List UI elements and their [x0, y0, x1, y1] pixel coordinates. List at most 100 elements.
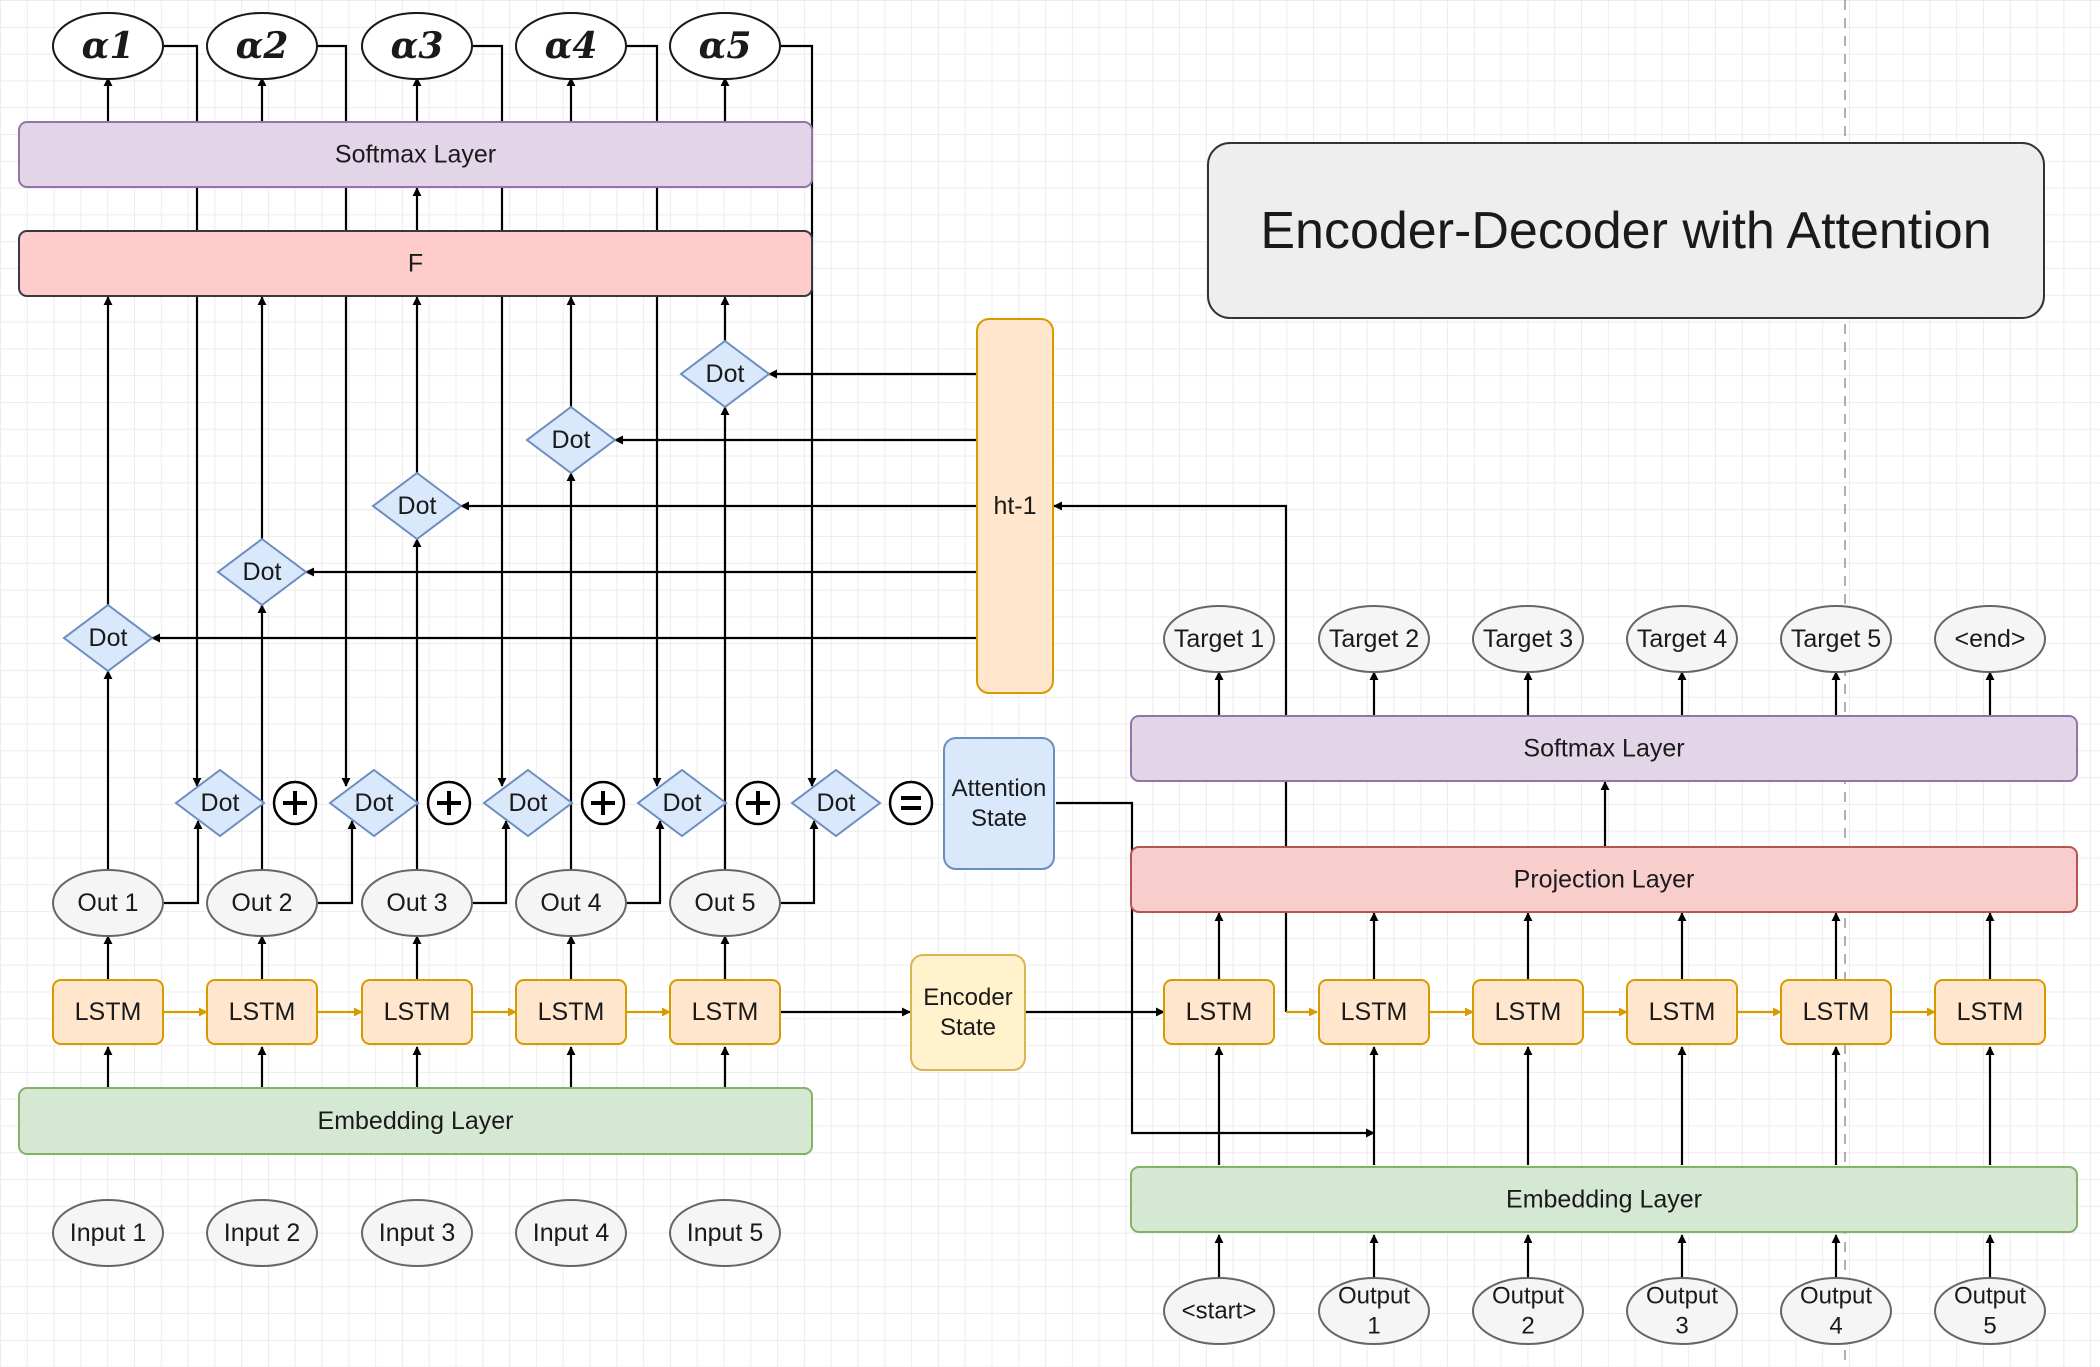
- encoder-out-3: Out 3: [361, 869, 473, 937]
- decoder-input-3: Output 2: [1472, 1277, 1584, 1345]
- arrow: [318, 820, 357, 905]
- decoder-lstm-3: LSTM: [1472, 979, 1584, 1045]
- equals: [888, 780, 934, 826]
- encoder-out-3-label: Out 3: [386, 889, 447, 917]
- encoder-lstm-4-label: LSTM: [538, 998, 605, 1026]
- diagram-title: Encoder-Decoder with Attention: [1260, 202, 1991, 260]
- hidden-state-ht-1-label: ht-1: [993, 492, 1036, 520]
- encoder-input-1-label: Input 1: [70, 1219, 146, 1247]
- encoder-lstm-4: LSTM: [515, 979, 627, 1045]
- arrow: [317, 44, 351, 787]
- encoder-out-1-label: Out 1: [77, 889, 138, 917]
- context-dot-1: Dot: [174, 768, 266, 838]
- arrow: [626, 44, 662, 787]
- context-dot-2: Dot: [328, 768, 420, 838]
- score-dot-4-label: Dot: [552, 426, 591, 454]
- encoder-out-4-label: Out 4: [540, 889, 601, 917]
- decoder-lstm-6: LSTM: [1934, 979, 2046, 1045]
- decoder-input-6-label-1: Output: [1954, 1283, 2026, 1310]
- decoder-target-5-label: Target 5: [1791, 625, 1881, 653]
- alpha-4-label: α4: [545, 25, 598, 67]
- encoder-input-1: Input 1: [52, 1199, 164, 1267]
- decoder-input-3-label-1: Output: [1492, 1283, 1564, 1310]
- score-dot-1: Dot: [62, 603, 154, 673]
- alpha-2: α2: [206, 12, 318, 80]
- decoder-input-3-label-2: 2: [1521, 1313, 1534, 1340]
- context-dot-4-label: Dot: [663, 789, 702, 817]
- encoder-lstm-1: LSTM: [52, 979, 164, 1045]
- score-dot-5-label: Dot: [706, 360, 745, 388]
- encoder-lstm-3-label: LSTM: [384, 998, 451, 1026]
- arrow: [780, 44, 817, 787]
- alpha-5: α5: [669, 12, 781, 80]
- alpha-3: α3: [361, 12, 473, 80]
- arrow: [1053, 501, 1288, 1012]
- context-dot-4: Dot: [636, 768, 728, 838]
- alpha-1-label: α1: [82, 25, 135, 67]
- nodes: Encoder-Decoder with AttentionEmbedding …: [18, 12, 2078, 1345]
- context-dot-3-label: Dot: [509, 789, 548, 817]
- encoder-input-2: Input 2: [206, 1199, 318, 1267]
- decoder-embedding-layer: Embedding Layer: [1130, 1166, 2078, 1233]
- encoder-input-5: Input 5: [669, 1199, 781, 1267]
- arrow: [472, 44, 507, 787]
- score-dot-3-label: Dot: [398, 492, 437, 520]
- decoder-target-1: Target 1: [1163, 605, 1275, 673]
- arrow: [627, 820, 665, 905]
- encoder-input-4: Input 4: [515, 1199, 627, 1267]
- encoder-input-3: Input 3: [361, 1199, 473, 1267]
- decoder-target-2: Target 2: [1318, 605, 1430, 673]
- encoder-out-2: Out 2: [206, 869, 318, 937]
- decoder-lstm-1: LSTM: [1163, 979, 1275, 1045]
- context-dot-5: Dot: [790, 768, 882, 838]
- decoder-target-3: Target 3: [1472, 605, 1584, 673]
- encoder-input-3-label: Input 3: [379, 1219, 455, 1247]
- score-dot-5: Dot: [679, 339, 771, 409]
- arrow: [1056, 801, 1375, 1138]
- score-dot-3: Dot: [371, 471, 463, 541]
- context-dot-5-label: Dot: [817, 789, 856, 817]
- decoder-input-5-label-1: Output: [1800, 1283, 1872, 1310]
- decoder-lstm-5-label: LSTM: [1803, 998, 1870, 1026]
- decoder-target-6-label: <end>: [1955, 625, 2026, 653]
- encoder-out-4: Out 4: [515, 869, 627, 937]
- attention-softmax-layer: Softmax Layer: [18, 121, 813, 188]
- decoder-target-1-label: Target 1: [1174, 625, 1264, 653]
- f-layer: F: [18, 230, 813, 297]
- encoder-embedding-layer-label: Embedding Layer: [318, 1107, 514, 1135]
- arrow: [164, 820, 203, 905]
- attention-state-label-2: State: [971, 805, 1027, 832]
- decoder-projection-layer-label: Projection Layer: [1514, 866, 1695, 894]
- score-dot-2-label: Dot: [243, 558, 282, 586]
- decoder-embedding-layer-label: Embedding Layer: [1506, 1186, 1702, 1214]
- decoder-lstm-3-label: LSTM: [1495, 998, 1562, 1026]
- alpha-1: α1: [52, 12, 164, 80]
- encoder-state-label-2: State: [940, 1014, 996, 1041]
- plus-2: [426, 780, 472, 826]
- encoder-lstm-5: LSTM: [669, 979, 781, 1045]
- decoder-target-4: Target 4: [1626, 605, 1738, 673]
- arrow: [781, 820, 819, 905]
- encoder-state-label-1: Encoder: [923, 984, 1012, 1011]
- decoder-target-2-label: Target 2: [1329, 625, 1419, 653]
- context-dot-3: Dot: [482, 768, 574, 838]
- score-dot-4: Dot: [525, 405, 617, 475]
- encoder-out-5-label: Out 5: [694, 889, 755, 917]
- decoder-lstm-2: LSTM: [1318, 979, 1430, 1045]
- encoder-lstm-5-label: LSTM: [692, 998, 759, 1026]
- encoder-input-4-label: Input 4: [533, 1219, 610, 1247]
- decoder-lstm-2-label: LSTM: [1341, 998, 1408, 1026]
- decoder-lstm-6-label: LSTM: [1957, 998, 2024, 1026]
- decoder-target-6: <end>: [1934, 605, 2046, 673]
- decoder-target-5: Target 5: [1780, 605, 1892, 673]
- attention-state-label-1: Attention: [952, 775, 1047, 802]
- alpha-3-label: α3: [391, 25, 444, 67]
- encoder-embedding-layer: Embedding Layer: [18, 1087, 813, 1155]
- plus-4: [735, 780, 781, 826]
- score-dot-1-label: Dot: [89, 624, 128, 652]
- f-layer-label: F: [408, 250, 423, 278]
